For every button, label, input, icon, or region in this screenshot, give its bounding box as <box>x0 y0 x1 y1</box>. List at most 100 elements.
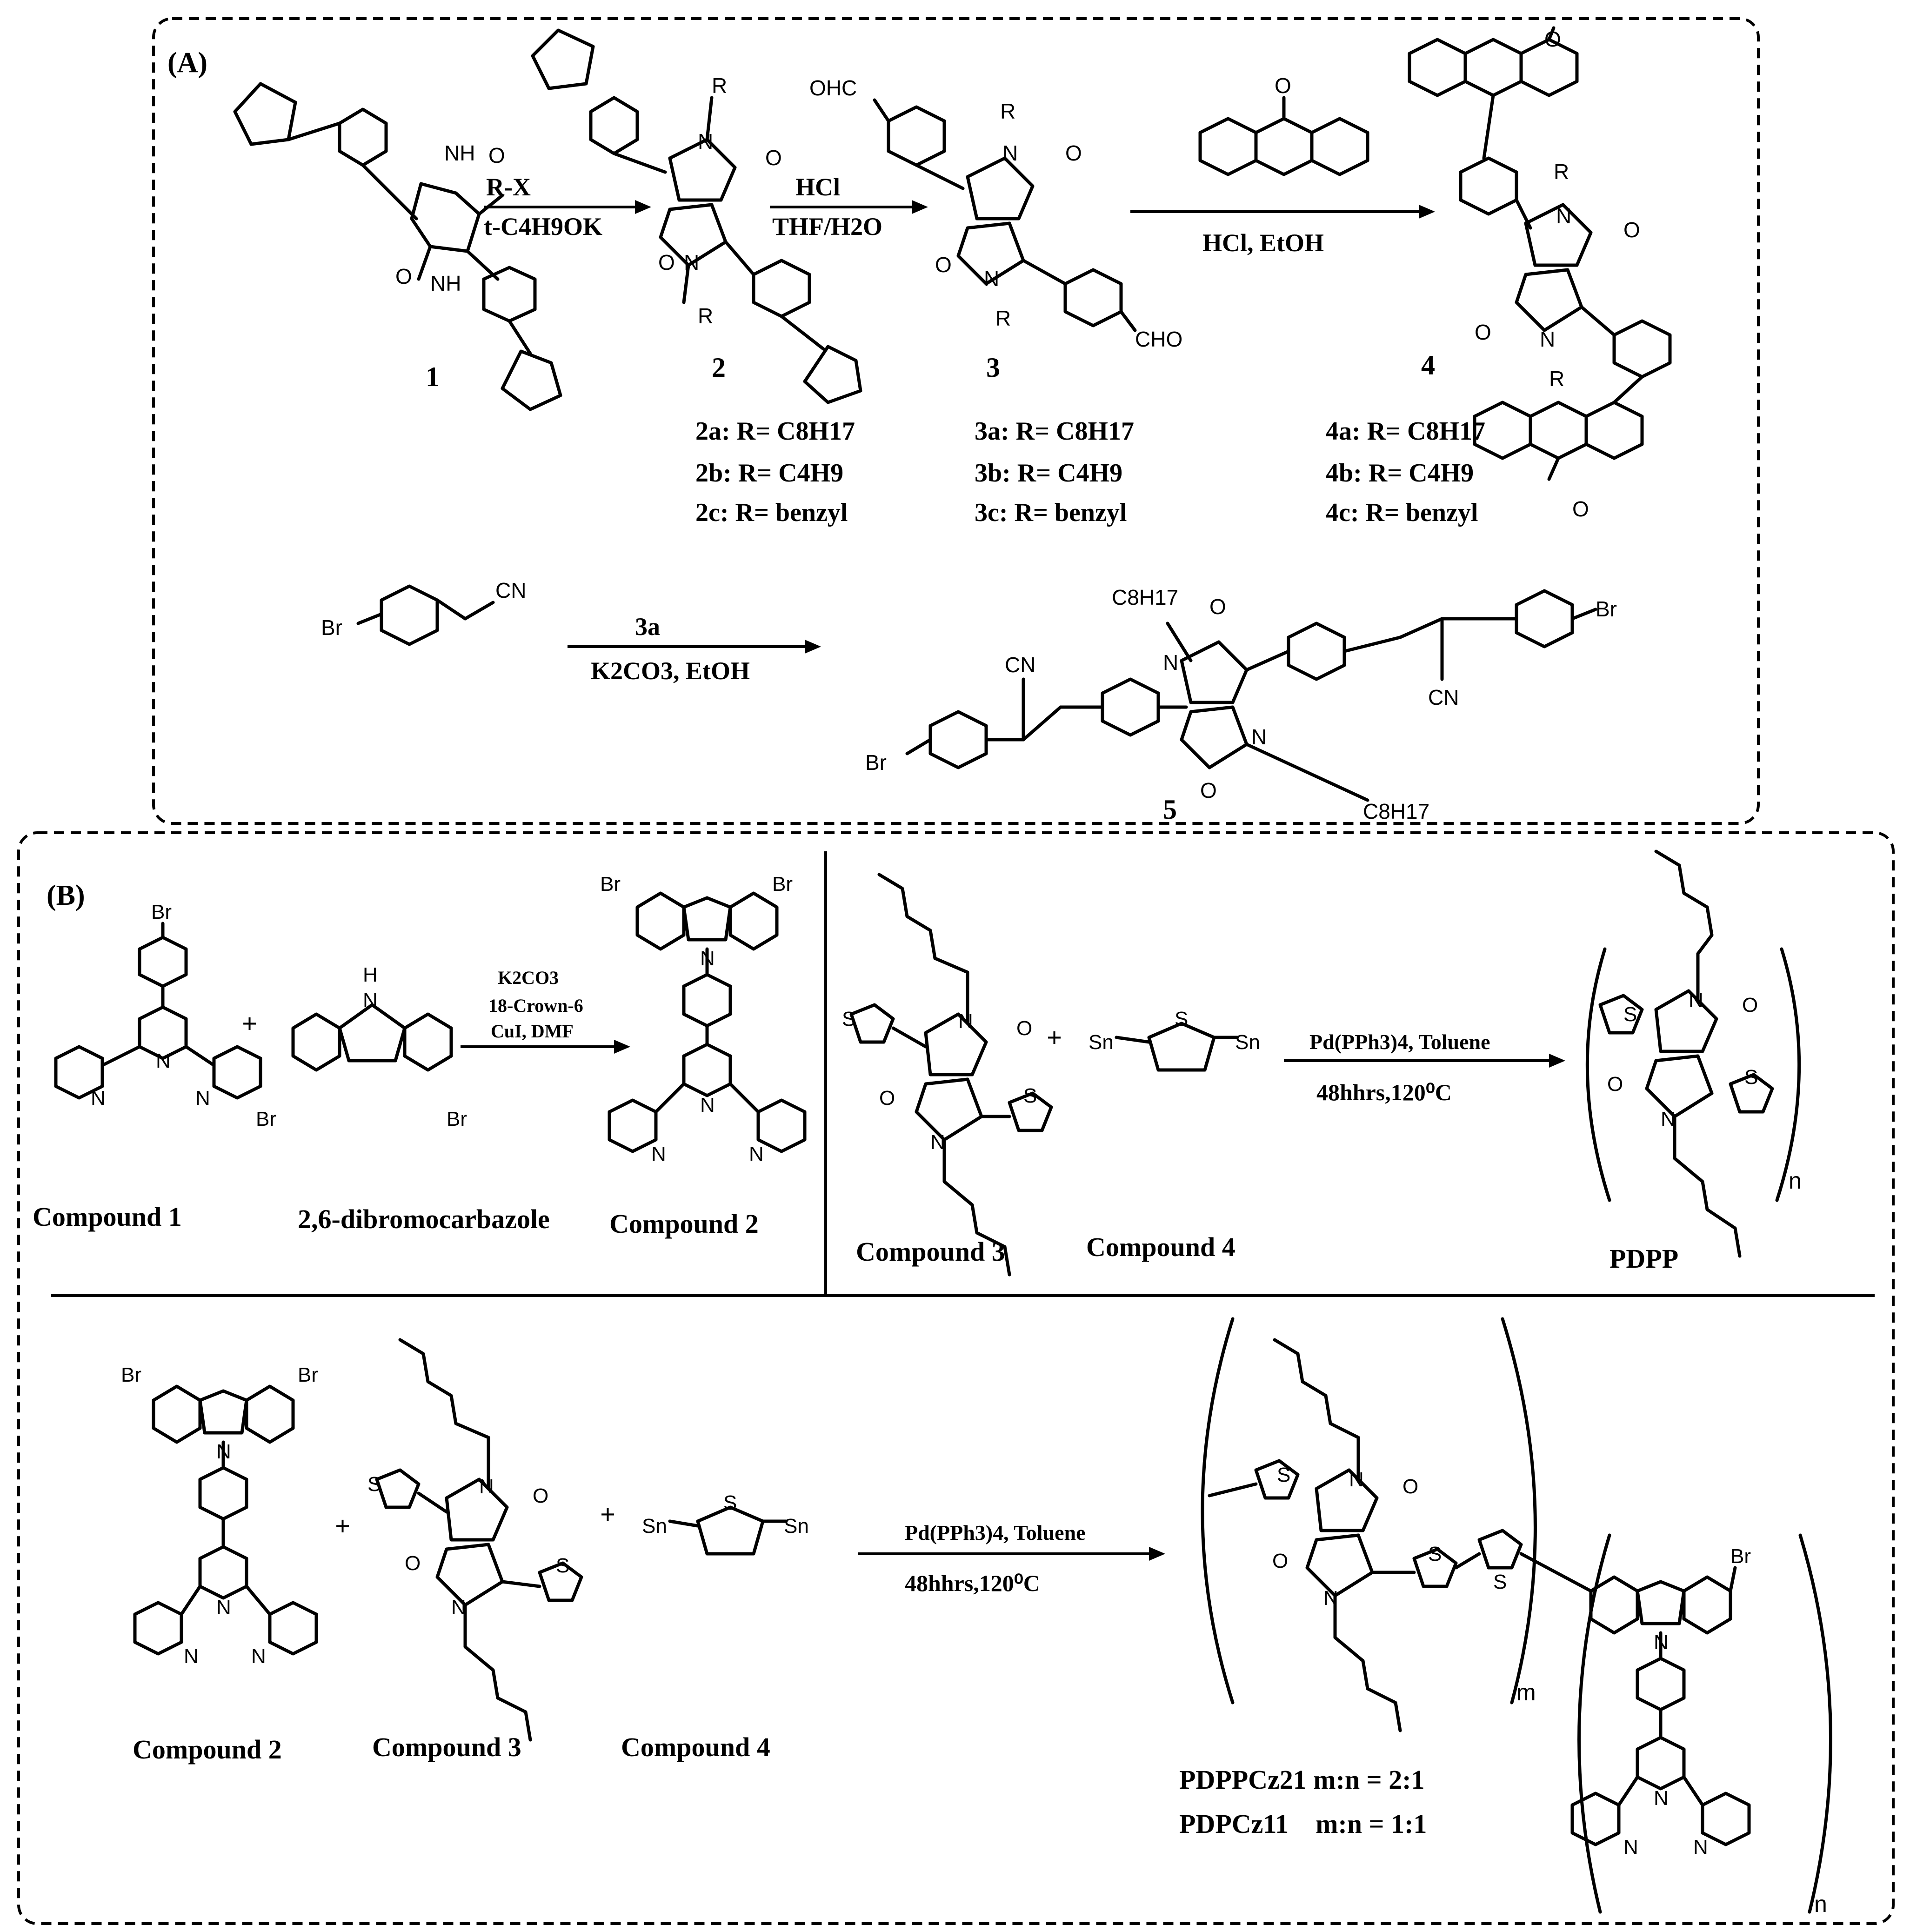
compound-4-o-top: O <box>1544 27 1561 51</box>
copolymer-n-carbazole: N <box>1654 1631 1669 1654</box>
copolymer-n-center: N <box>1654 1787 1669 1810</box>
variant-3c: 3c: R= benzyl <box>975 498 1127 527</box>
compound-1-n-right: N <box>195 1087 210 1110</box>
copolymer-o-top: O <box>1402 1475 1418 1498</box>
compound-5-n-top: N <box>1163 650 1178 675</box>
compound-3-o-top: O <box>1065 141 1082 165</box>
compound-4-o-right: O <box>1623 218 1640 242</box>
row1-reagent-3: CuI, DMF <box>491 1021 574 1042</box>
compound-3-row2-n-bottom: N <box>451 1596 466 1619</box>
row1-conditions: 48hhrs,120⁰C <box>1316 1079 1452 1105</box>
compound-1-nh-top: NH <box>444 141 475 165</box>
compound-3-structure <box>873 98 1137 332</box>
copolymer-n-right: N <box>1693 1836 1708 1858</box>
compound-5-number: 5 <box>1163 794 1177 825</box>
compound-3-row2-s-left: S <box>367 1473 381 1496</box>
compound-2-r-top: R <box>712 74 727 98</box>
compound-3-row2-o-top: O <box>533 1484 548 1507</box>
row2-arrow-head <box>1149 1547 1165 1561</box>
dibromocarbazole-caption: 2,6-dibromocarbazole <box>298 1204 550 1234</box>
plus-row2-b: + <box>600 1499 615 1530</box>
compound-3-row1-s-right: S <box>1023 1084 1037 1107</box>
compound-1-caption: Compound 1 <box>33 1202 182 1232</box>
compound-4-r-bottom: R <box>1549 367 1564 391</box>
bromophenylacetonitrile-br: Br <box>321 615 342 640</box>
compound-2-o-bottom: O <box>658 250 675 274</box>
plus-row1-b: + <box>1047 1023 1062 1053</box>
compound-3-r-bottom: R <box>995 306 1011 330</box>
compound-3-o-bottom: O <box>935 253 952 277</box>
step1-reagent-top: R-X <box>486 173 531 201</box>
compound-4-row2-sn-left: Sn <box>642 1515 667 1538</box>
compound-2-row2-structure <box>133 1384 318 1656</box>
dibromocarbazole-h: H <box>363 963 378 986</box>
variant-3a: 3a: R= C8H17 <box>975 417 1134 446</box>
variant-4b: 4b: R= C4H9 <box>1326 459 1474 488</box>
compound-2-row1-n-left: N <box>651 1143 666 1165</box>
compound-2-row1-n-right: N <box>749 1143 764 1165</box>
compound-1-number: 1 <box>426 361 440 392</box>
row1-arrow-a-head <box>614 1040 630 1054</box>
compound-3-cho: CHO <box>1135 327 1182 351</box>
compound-4-o-left: O <box>1475 320 1491 344</box>
compound-1-nh-bottom: NH <box>430 271 461 295</box>
plus-row2-a: + <box>335 1511 350 1541</box>
compound-2-row1-br-left: Br <box>600 873 621 896</box>
compound-2-row2-n-left: N <box>184 1645 199 1668</box>
compound-2-row2-n-center: N <box>216 1596 231 1619</box>
compound-3-r-top: R <box>1000 99 1015 123</box>
row2-pd-reagent: Pd(PPh3)4, Toluene <box>905 1521 1086 1544</box>
compound-2-row2-caption: Compound 2 <box>133 1734 282 1765</box>
compound-5-cn-right: CN <box>1428 685 1459 709</box>
bromophenylacetonitrile-structure <box>356 584 495 646</box>
step2-reagent-bottom: THF/H2O <box>772 213 882 241</box>
variant-2a: 2a: R= C8H17 <box>695 417 855 446</box>
compound-5-n-bottom: N <box>1251 725 1267 749</box>
compound-4-row1-sn-left: Sn <box>1089 1031 1114 1054</box>
compound-4-number: 4 <box>1421 350 1435 381</box>
compound-2-o-top: O <box>765 146 782 170</box>
step4-reagent-top: 3a <box>635 613 660 641</box>
dibromocarbazole-br-right: Br <box>447 1108 467 1130</box>
compound-1-o-bottom: O <box>395 264 412 288</box>
compound-4-structure <box>1408 26 1672 481</box>
compound-2-row1-caption: Compound 2 <box>609 1209 759 1239</box>
compound-4-n-top: N <box>1556 204 1571 228</box>
pdpp-n-bottom: N <box>1661 1108 1676 1130</box>
compound-1-o-top: O <box>488 143 505 167</box>
compound-5-o-top: O <box>1209 595 1226 619</box>
compound-2-n-bottom: N <box>684 250 699 274</box>
row2-conditions: 48hhrs,120⁰C <box>905 1570 1040 1596</box>
copolymer-repeat-n: n <box>1814 1891 1827 1917</box>
compound-2-row1-n-carbazole: N <box>700 947 715 970</box>
copolymer-n-bottom: N <box>1323 1587 1338 1610</box>
compound-3-row2-o-bottom: O <box>405 1552 421 1575</box>
compound-3-row2-s-right: S <box>556 1554 569 1577</box>
bromophenylacetonitrile-cn: CN <box>495 578 526 602</box>
compound-2-row2-br-right: Br <box>298 1364 318 1386</box>
dibromocarbazole-br-left: Br <box>256 1108 276 1130</box>
compound-4-row2-structure <box>668 1505 788 1556</box>
compound-4-o-bottom: O <box>1572 497 1589 521</box>
compound-2-n-top: N <box>698 129 713 154</box>
panel-b-frame <box>17 831 1895 1925</box>
compound-1-br: Br <box>151 901 172 923</box>
variant-3b: 3b: R= C4H9 <box>975 459 1122 488</box>
pdpp-caption: PDPP <box>1609 1243 1678 1274</box>
compound-3-row2-caption: Compound 3 <box>372 1732 521 1762</box>
variant-4c: 4c: R= benzyl <box>1326 498 1478 527</box>
pdpp-o-bottom: O <box>1607 1073 1623 1096</box>
compound-3-row1-s-left: S <box>842 1008 855 1030</box>
compound-5-cn-left: CN <box>1005 653 1035 677</box>
copolymer-caption-line2: PDPCz11 m:n = 1:1 <box>1179 1809 1427 1839</box>
copolymer-br: Br <box>1730 1545 1751 1568</box>
row1-reagent-2: 18-Crown-6 <box>488 995 583 1016</box>
panel-b-label: (B) <box>47 880 85 911</box>
compound-3-n-top: N <box>1002 141 1018 165</box>
pdpp-repeat-n: n <box>1789 1168 1802 1194</box>
row1-reagent-1: K2CO3 <box>498 967 559 988</box>
compound-2-row1-structure <box>608 891 807 1153</box>
arrow-2-head <box>912 200 928 214</box>
compound-3-number: 3 <box>986 352 1000 383</box>
compound-5-br-left: Br <box>865 750 887 775</box>
